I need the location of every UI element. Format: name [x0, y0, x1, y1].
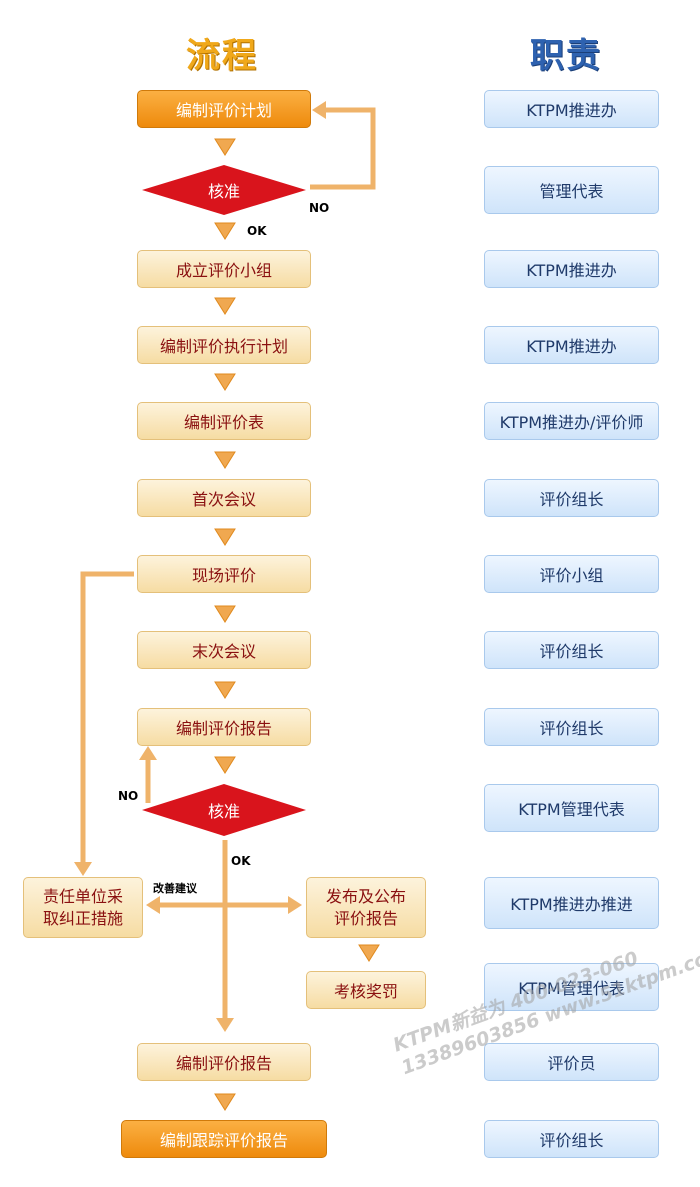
flow-step-label: 编制评价报告 [175, 719, 272, 738]
down-arrow-icon [214, 138, 236, 156]
responsibility-label: 评价小组 [539, 566, 604, 585]
responsibility-item: KTPM推进办推进 [484, 877, 659, 929]
flow-step-label: 评价报告 [333, 908, 398, 928]
down-arrow-icon [214, 1093, 236, 1111]
responsibility-label: KTPM管理代表 [518, 979, 625, 998]
responsibility-label: 管理代表 [539, 182, 604, 201]
responsibility-item: 评价组长 [484, 631, 659, 669]
flow-step-follow-up: 编制跟踪评价报告 [121, 1120, 327, 1158]
flow-step-label: 考核奖罚 [333, 982, 398, 1001]
flow-step-label: 编制跟踪评价报告 [159, 1131, 288, 1150]
down-arrow-icon [214, 222, 236, 240]
flow-step-label: 编制评价报告 [175, 1054, 272, 1073]
flow-step-label: 责任单位采 [42, 886, 123, 906]
responsibility-label: 评价组长 [539, 642, 604, 661]
responsibility-item: KTPM管理代表 [484, 963, 659, 1011]
flow-step-label: 编制评价执行计划 [159, 337, 288, 356]
ok-label-1: OK [247, 224, 267, 238]
responsibility-item: KTPM推进办 [484, 90, 659, 128]
flow-step-report-2: 编制评价报告 [137, 1043, 311, 1081]
suggestion-label: 改善建议 [153, 882, 197, 895]
down-arrow-icon [358, 944, 380, 962]
flow-step-publish: 发布及公布评价报告 [306, 877, 426, 938]
responsibility-item: KTPM管理代表 [484, 784, 659, 832]
flow-step-first-meeting: 首次会议 [137, 479, 311, 517]
down-arrow-icon [214, 681, 236, 699]
flow-step-onsite: 现场评价 [137, 555, 311, 593]
responsibility-label: 评价组长 [539, 490, 604, 509]
responsibility-label: KTPM管理代表 [518, 800, 625, 819]
flow-step-reward: 考核奖罚 [306, 971, 426, 1009]
flow-header: 流程 [186, 36, 258, 76]
decision-diamond-2 [142, 784, 306, 836]
responsibility-item: 评价组长 [484, 479, 659, 517]
responsibility-label: 评价员 [547, 1054, 596, 1073]
down-arrow-icon [214, 528, 236, 546]
responsibility-item: KTPM推进办/评价师 [484, 402, 659, 440]
responsibility-item: 评价组长 [484, 708, 659, 746]
responsibility-item: 评价组长 [484, 1120, 659, 1158]
down-arrow-icon [214, 756, 236, 774]
flow-step-label: 取纠正措施 [42, 908, 123, 928]
decision-diamond-1 [142, 165, 306, 215]
down-arrow-icon [214, 451, 236, 469]
responsibility-item: KTPM推进办 [484, 326, 659, 364]
down-arrow-icon [214, 373, 236, 391]
responsibility-label: KTPM推进办 [526, 101, 617, 120]
flow-step-corrective: 责任单位采取纠正措施 [23, 877, 143, 938]
responsibility-label: KTPM推进办推进 [510, 895, 633, 914]
flow-step-exec-plan: 编制评价执行计划 [137, 326, 311, 364]
responsibility-label: KTPM推进办 [526, 337, 617, 356]
flow-step-label: 现场评价 [191, 566, 256, 585]
flow-step-plan: 编制评价计划 [137, 90, 311, 128]
no-label-2: NO [118, 789, 139, 803]
ok-label-2: OK [231, 854, 251, 868]
responsibility-header: 职责 [530, 36, 602, 76]
responsibility-label: 评价组长 [539, 719, 604, 738]
decision-label-2: 核准 [207, 802, 240, 821]
flow-step-label: 编制评价计划 [175, 101, 272, 120]
flow-step-last-meeting: 末次会议 [137, 631, 311, 669]
decision-label-1: 核准 [207, 182, 240, 201]
flow-step-form: 编制评价表 [137, 402, 311, 440]
no-label-1: NO [309, 201, 330, 215]
down-arrow-icon [214, 297, 236, 315]
responsibility-label: KTPM推进办 [526, 261, 617, 280]
responsibility-item: 评价小组 [484, 555, 659, 593]
flow-step-label: 成立评价小组 [175, 261, 272, 280]
responsibility-item: 评价员 [484, 1043, 659, 1081]
flow-step-label: 发布及公布 [325, 886, 406, 906]
flow-step-label: 首次会议 [191, 490, 256, 509]
flow-step-label: 编制评价表 [183, 413, 264, 432]
responsibility-item: KTPM推进办 [484, 250, 659, 288]
flow-step-report: 编制评价报告 [137, 708, 311, 746]
responsibility-item: 管理代表 [484, 166, 659, 214]
responsibility-label: 评价组长 [539, 1131, 604, 1150]
responsibility-label: KTPM推进办/评价师 [499, 413, 644, 432]
down-arrow-icon [214, 605, 236, 623]
flow-step-form-team: 成立评价小组 [137, 250, 311, 288]
flow-step-label: 末次会议 [191, 642, 256, 661]
